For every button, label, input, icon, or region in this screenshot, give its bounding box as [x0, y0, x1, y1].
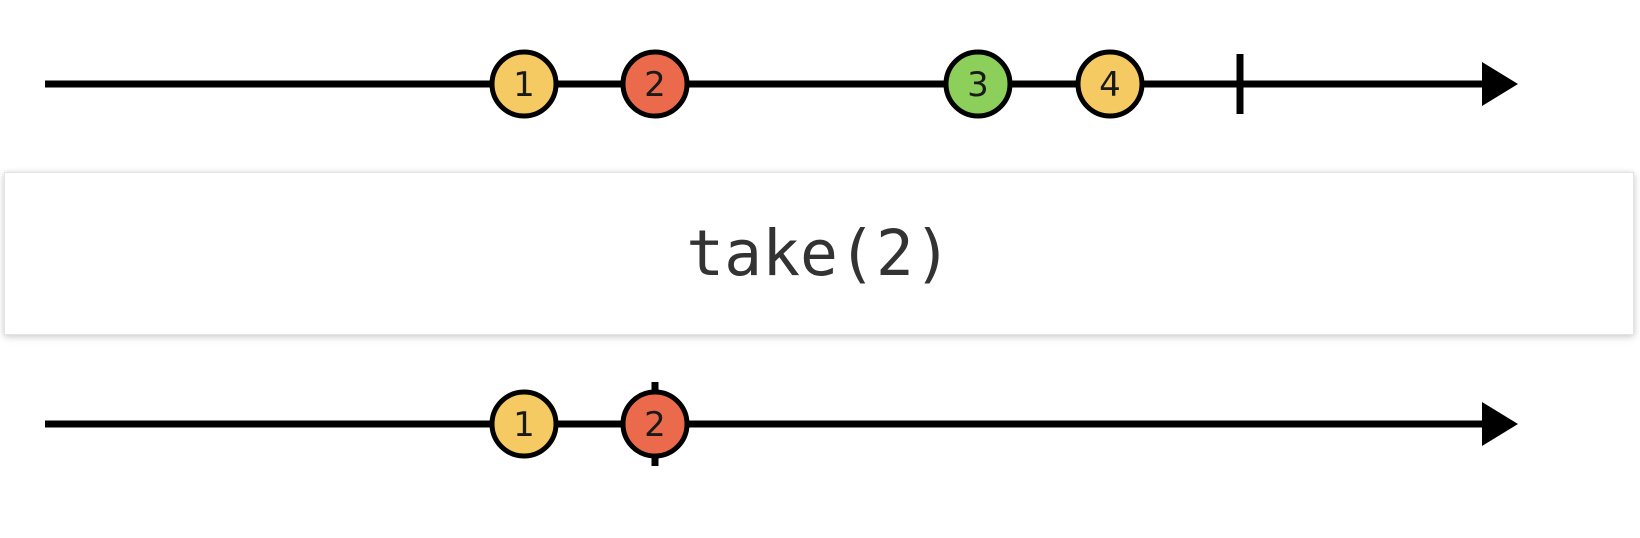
marble[interactable]: 2: [620, 49, 690, 119]
marble-label: 3: [967, 65, 989, 105]
timeline-arrow-head: [1482, 402, 1518, 446]
marble-circle: [489, 389, 559, 459]
operator-label: take(2): [686, 217, 952, 290]
marble-label: 2: [644, 65, 666, 105]
marble-circle: [620, 49, 690, 119]
marble[interactable]: 2: [620, 389, 690, 459]
marble[interactable]: 4: [1075, 49, 1145, 119]
marble-circle: [489, 49, 559, 119]
marble-circle: [620, 389, 690, 459]
marble-label: 2: [644, 405, 666, 445]
marble-label: 1: [513, 405, 535, 445]
marble[interactable]: 3: [943, 49, 1013, 119]
input-timeline: 1 2 3 4: [0, 0, 1640, 170]
marble-circle: [1075, 49, 1145, 119]
timeline-arrow-head: [1482, 62, 1518, 106]
marble[interactable]: 1: [489, 389, 559, 459]
operator-box: take(2): [4, 172, 1634, 335]
marble-circle: [943, 49, 1013, 119]
marble-label: 4: [1099, 65, 1121, 105]
input-timeline-svg: 1 2 3 4: [45, 49, 1518, 119]
marble[interactable]: 1: [489, 49, 559, 119]
marble-label: 1: [513, 65, 535, 105]
